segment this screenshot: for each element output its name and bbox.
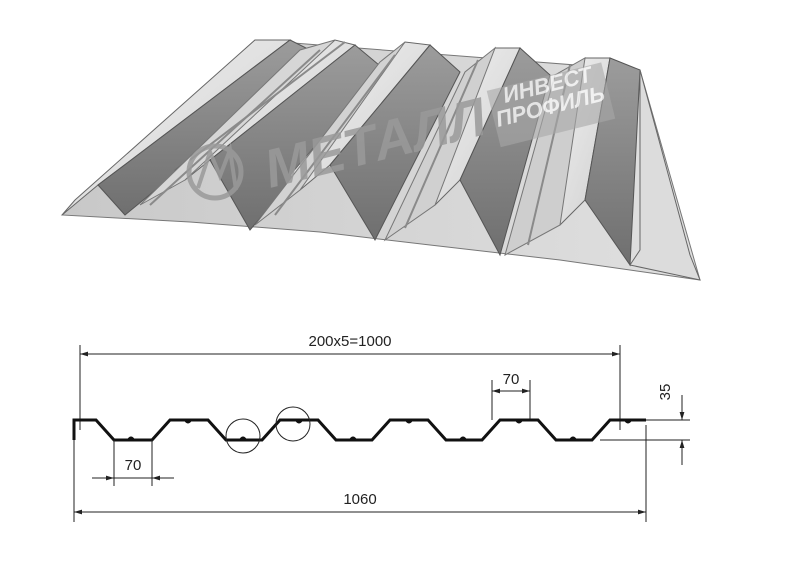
sheet-3d-view: МЕТАЛЛ ИНВЕСТ ПРОФИЛЬ xyxy=(60,39,701,281)
stiffener-grooves xyxy=(149,41,571,246)
profile-outline xyxy=(72,418,646,442)
brand-logo-mark xyxy=(196,142,238,191)
rib-4-flank xyxy=(383,46,497,242)
edge-flange xyxy=(629,69,701,281)
dim-bot-flange-label: 70 xyxy=(125,457,142,474)
profile-section: 200x5=1000 70 35 70 xyxy=(72,333,690,522)
dim-top-flange-label: 70 xyxy=(503,371,520,388)
profile-notches xyxy=(127,419,632,441)
dim-total-label: 1060 xyxy=(343,491,376,508)
rib-1 xyxy=(61,39,292,216)
dim-pitch-label: 200x5=1000 xyxy=(309,333,392,350)
detail-circle-bottom xyxy=(225,418,261,454)
rib-3-wall xyxy=(329,44,461,242)
dim-height-label: 35 xyxy=(657,384,674,401)
detail-circle-top xyxy=(275,406,311,442)
brand-sub-plate xyxy=(486,62,616,148)
brand-logo-icon xyxy=(186,143,244,201)
